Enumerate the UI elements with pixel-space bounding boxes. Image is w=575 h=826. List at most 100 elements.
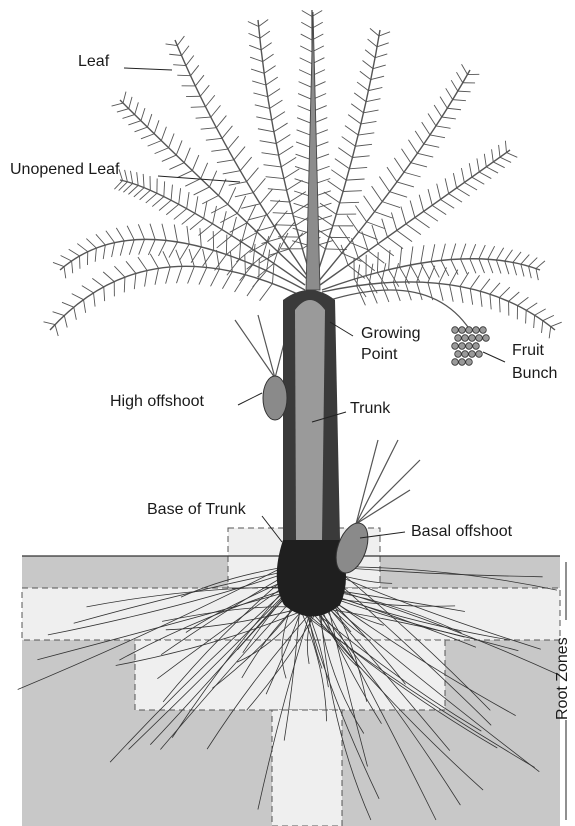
frond-pinna [496,248,503,260]
frond-pinna [368,39,378,47]
frond-pinna [284,169,299,179]
frond-pinna [366,99,380,102]
frond-pinna [252,81,266,85]
offshoot-frond [258,315,275,378]
frond-pinna [77,244,87,252]
frond-pinna [129,240,134,255]
frond-pinna [206,138,222,140]
frond-pinna [421,245,424,263]
frond-pinna [401,206,406,224]
frond-pinna [189,249,194,267]
date-fruit [462,335,469,342]
frond-pinna [182,46,189,56]
frond-pinna [338,225,350,242]
frond-pinna [480,291,482,307]
frond-pinna [388,237,404,249]
label-high-offshoot: High offshoot [110,392,204,411]
frond-pinna [61,256,72,261]
date-fruit [452,343,459,350]
frond-pinna [441,199,455,208]
frond-pinna [159,200,171,210]
frond-pinna [505,141,506,153]
frond-pinna [460,244,465,259]
date-fruit [469,335,476,342]
frond-pinna [211,149,228,151]
frond-pinna [123,92,126,103]
frond-pinna [272,112,285,120]
frond-pinna [355,206,366,222]
date-fruit [476,351,483,358]
frond-pinna [428,189,432,205]
frond-pinna [245,254,246,274]
frond-pinna [255,226,275,231]
offshoot-frond [356,460,420,524]
offshoot-frond [356,440,378,524]
date-fruit [459,343,466,350]
frond-pinna [262,153,279,156]
frond-pinna [201,128,217,130]
frond-pinna [469,163,472,177]
frond-pinna [187,192,189,209]
frond-pinna [258,129,274,132]
frond-pinna [422,122,430,135]
frond-pinna [201,163,208,179]
frond-pinna [148,141,162,146]
frond-pinna [138,224,144,239]
frond-pinna [372,225,378,244]
frond-pinna [431,244,435,261]
frond-pinna [298,106,313,112]
frond-pinna [82,286,94,293]
frond-pinna [279,146,294,155]
frond-pinna [424,211,438,221]
frond-pinna [69,249,80,256]
frond-pinna [228,136,239,149]
frond-pinna [551,322,562,326]
frond-pinna [86,239,96,248]
frond-pinna [143,174,144,188]
fruit-bunch-leader [483,352,505,362]
frond-pinna [148,240,155,255]
frond-pinna [74,307,77,320]
frond-pinna [299,82,312,88]
frond-pinna [235,275,246,292]
frond-pinna [240,157,251,171]
frond-pinna [509,292,520,301]
frond-pinna [441,244,445,261]
frond-pinna [135,102,139,114]
frond-pinna [236,249,252,262]
frond-pinna [117,109,129,112]
frond-pinna [449,194,462,202]
date-fruit [455,335,462,342]
frond-pinna [441,260,449,275]
frond-pinna [428,113,436,125]
frond-pinna [192,155,198,170]
frond-pinna [470,244,476,259]
label-fruit-bunch-line1: Fruit [512,341,544,360]
date-fruit [452,359,459,366]
frond-pinna [202,196,218,204]
frond-pinna [177,36,184,45]
frond-pinna [417,264,423,282]
date-fruit [459,327,466,334]
frond-pinna [169,54,181,55]
frond-pinna [195,75,204,86]
frond-pinna [382,202,400,208]
frond-pinna [128,121,141,125]
frond-pinna [529,258,538,267]
frond-pinna [190,218,204,229]
frond-pinna [331,170,346,180]
frond-pinna [255,105,270,109]
frond-pinna [357,82,368,91]
frond-pinna [351,104,363,113]
frond-pinna [367,222,386,229]
frond-pinna [44,322,56,325]
frond-pinna [440,97,447,109]
frond-pinna [393,282,400,301]
frond-pinna [200,228,201,247]
frond-pinna [145,271,148,287]
frond-pinna [103,245,105,259]
frond-pinna [276,135,290,144]
frond-pinna [205,95,214,106]
frond-pinna [174,225,177,242]
frond-pinna [506,153,517,158]
